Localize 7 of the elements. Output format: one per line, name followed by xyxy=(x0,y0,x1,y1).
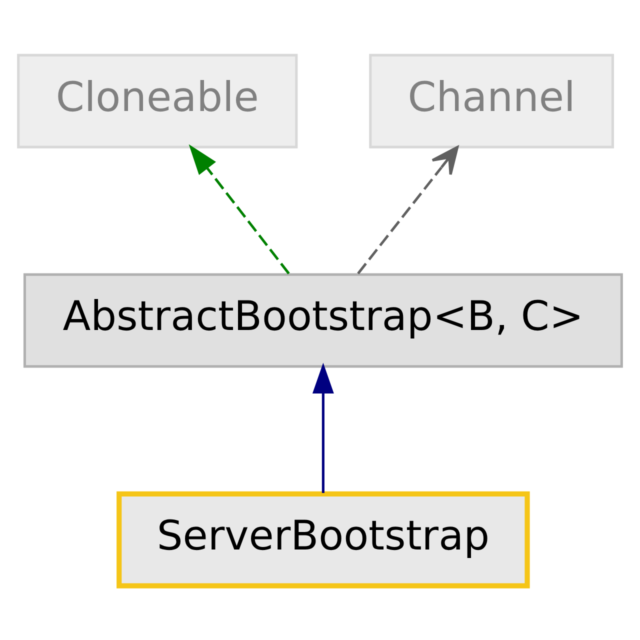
node-box: Channel xyxy=(369,53,614,148)
node-box: ServerBootstrap xyxy=(116,490,530,588)
node-box: AbstractBootstrap<B, C> xyxy=(23,272,623,368)
arrow xyxy=(357,146,459,274)
node-box: Cloneable xyxy=(17,53,298,148)
arrow xyxy=(312,362,334,492)
arrow xyxy=(188,144,290,274)
